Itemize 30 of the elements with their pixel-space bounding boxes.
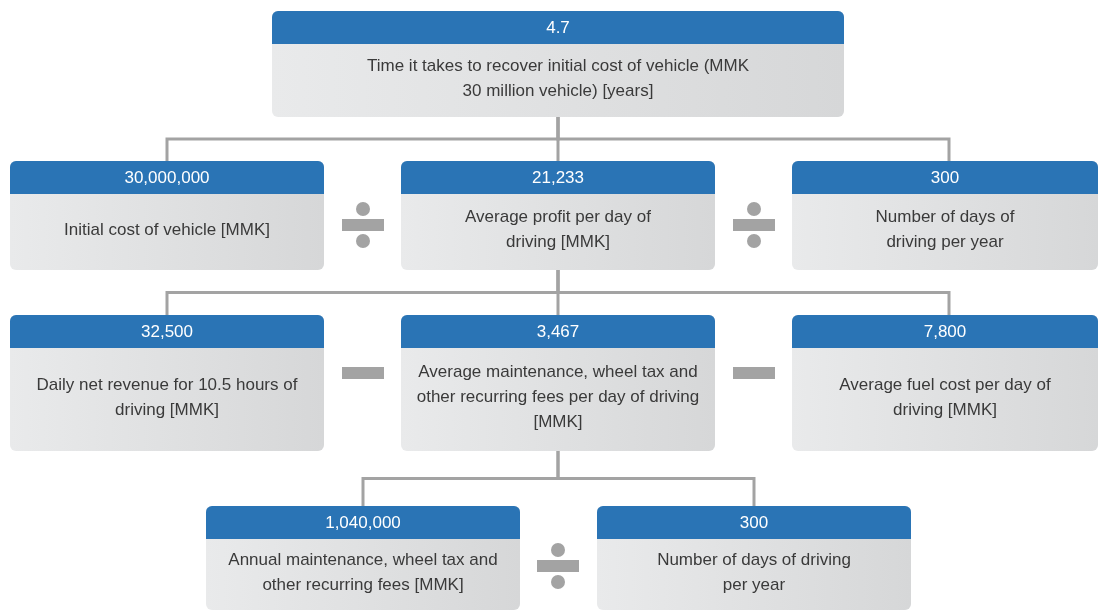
- value-header: 21,233: [401, 161, 715, 194]
- connector-line: [556, 270, 951, 315]
- description-text: Time it takes to recover initial cost of vehicle (MMK 30 million vehicle) [years]: [366, 54, 750, 102]
- value-header: 7,800: [792, 315, 1098, 348]
- value-card: [10, 161, 324, 270]
- description-text: Number of days of driving per year: [656, 548, 852, 596]
- value-header: 1,040,000: [206, 506, 520, 539]
- value-header: 4.7: [272, 11, 844, 44]
- value-header: 300: [792, 161, 1098, 194]
- value-card: [206, 506, 520, 610]
- value-header: 32,500: [10, 315, 324, 348]
- value-card: [597, 506, 911, 610]
- value-card: [401, 315, 715, 451]
- value-header: 30,000,000: [10, 161, 324, 194]
- value-card: [10, 315, 324, 451]
- value-header: 300: [597, 506, 911, 539]
- value-card: [792, 315, 1098, 451]
- description-text: Daily net revenue for 10.5 hours of driving [MMK]: [35, 373, 299, 421]
- value-card: [792, 161, 1098, 270]
- description-text: Average maintenance, wheel tax and other recurring fees per day of driving [MMK]: [415, 361, 701, 433]
- connector-line: [556, 451, 756, 506]
- connector-line: [556, 117, 951, 161]
- value-card: [401, 161, 715, 270]
- description-text: Initial cost of vehicle [MMK]: [64, 218, 270, 241]
- description-text: Number of days of driving per year: [874, 206, 1016, 253]
- value-header: 3,467: [401, 315, 715, 348]
- value-card: [272, 11, 844, 117]
- description-text: Annual maintenance, wheel tax and other recurring fees [MMK]: [227, 548, 499, 596]
- description-text: Average fuel cost per day of driving [MMK]: [838, 373, 1052, 421]
- description-text: Average profit per day of driving [MMK]: [464, 206, 652, 253]
